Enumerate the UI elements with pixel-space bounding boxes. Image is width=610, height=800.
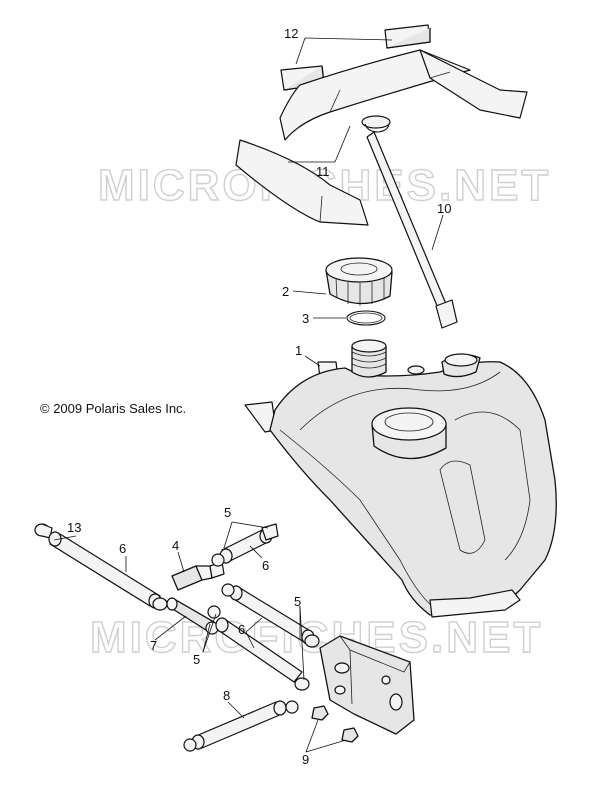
fuel-hose-6a <box>48 531 162 609</box>
callout-7: 7 <box>150 638 157 653</box>
o-ring-3 <box>346 310 386 326</box>
callout-5-top: 5 <box>224 505 231 520</box>
callout-labels: 12 11 10 2 3 1 13 6 4 5 6 7 5 6 5 8 9 <box>67 26 451 767</box>
callout-13: 13 <box>67 520 81 535</box>
fuel-hose-8 <box>183 700 299 752</box>
callout-6-mid: 6 <box>238 622 245 637</box>
callout-10: 10 <box>437 201 451 216</box>
callout-12: 12 <box>284 26 298 41</box>
fuel-tank-1 <box>244 339 557 618</box>
hose-clamp-5-left <box>152 597 168 611</box>
nut-9 <box>311 705 359 743</box>
callout-8: 8 <box>223 688 230 703</box>
copyright-notice: © 2009 Polaris Sales Inc. <box>40 401 187 416</box>
callout-5-right: 5 <box>294 594 301 609</box>
fuel-pump-module <box>319 635 415 735</box>
callout-6-top: 6 <box>262 558 269 573</box>
callout-1: 1 <box>295 343 302 358</box>
callout-11: 11 <box>316 164 330 179</box>
foam-strip-11 <box>235 49 528 226</box>
callout-6-left: 6 <box>119 541 126 556</box>
fuel-level-sender-10 <box>361 115 458 329</box>
hose-clamp-5-lower <box>221 583 320 691</box>
callout-leaders <box>53 37 444 753</box>
callout-3: 3 <box>302 311 309 326</box>
callout-4: 4 <box>172 538 179 553</box>
callout-9: 9 <box>302 752 309 767</box>
hose-clamp-5-mid <box>205 605 221 635</box>
callout-5-mid: 5 <box>193 652 200 667</box>
callout-2: 2 <box>282 284 289 299</box>
fuel-cap-2 <box>325 257 393 306</box>
hose-clamp-13 <box>34 523 53 539</box>
